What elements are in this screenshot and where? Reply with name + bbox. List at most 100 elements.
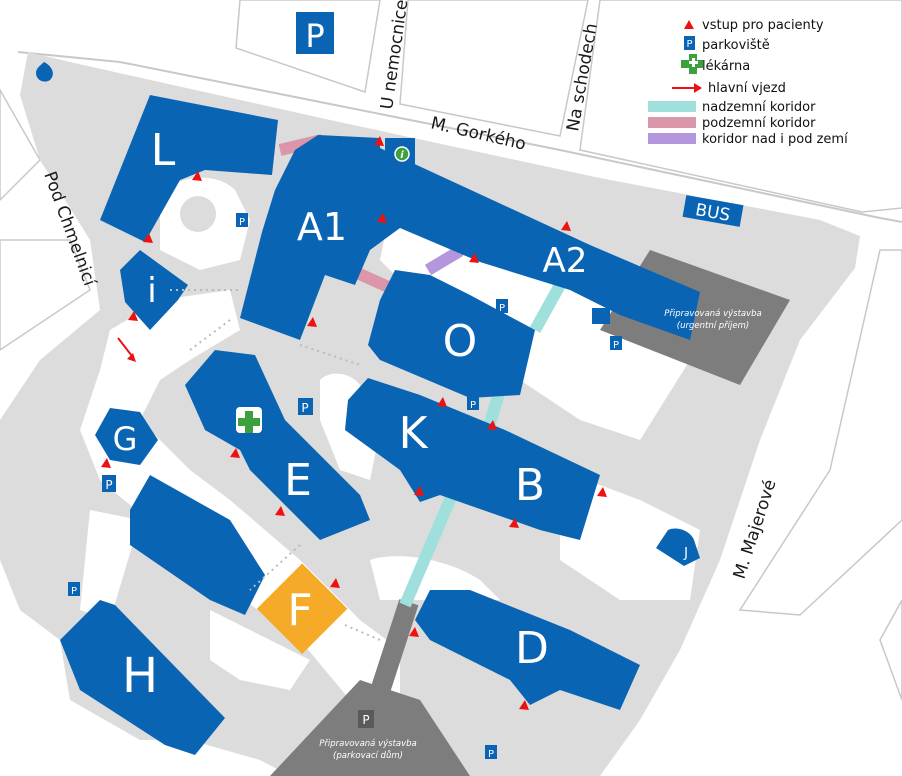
building-D — [415, 590, 640, 710]
entrance-icon — [437, 397, 447, 407]
building-E — [185, 350, 370, 540]
street-u-nemocnice: U nemocnice — [377, 0, 412, 111]
legend-main-entrance-label: hlavní vjezd — [708, 81, 786, 96]
parking-icon: P — [298, 398, 313, 415]
building-I — [120, 250, 188, 330]
legend: vstup pro pacienty P parkoviště lékárna … — [648, 18, 848, 147]
building-F-connector — [130, 475, 265, 615]
note-garage-line1: Připravovaná výstavba — [319, 739, 417, 749]
block-east-lower — [879, 599, 902, 701]
legend-both-corridor-swatch — [648, 133, 696, 144]
note-garage-line2: (parkovací dům) — [333, 750, 403, 761]
svg-text:P: P — [105, 478, 112, 492]
parking-icon: P — [485, 745, 497, 760]
entrance-icon — [307, 317, 317, 327]
parking-icon: P — [496, 299, 508, 314]
legend-entrance-icon — [684, 20, 694, 29]
entrance-icon — [409, 627, 419, 637]
label-A1: A1 — [297, 205, 347, 249]
label-H: H — [122, 648, 158, 704]
roundabout — [180, 196, 216, 232]
parking-markers: P P P P P P P P P P — [68, 12, 622, 760]
building-A1-A2 — [240, 135, 700, 340]
corridor-a2-o-above — [529, 282, 566, 333]
label-E: E — [284, 455, 312, 506]
entrance-icon — [469, 253, 479, 263]
parking-icon-large: P — [296, 12, 334, 55]
label-G: G — [113, 420, 138, 458]
building-J — [656, 528, 700, 566]
legend-above-corridor-swatch — [648, 101, 696, 112]
entrance-icon — [128, 311, 138, 321]
building-H — [60, 600, 225, 755]
legend-pharmacy-label: lékárna — [702, 59, 750, 74]
svg-text:i: i — [400, 150, 404, 161]
block-west-top — [0, 88, 41, 202]
entrance-icon — [561, 221, 571, 231]
entrance-icon — [275, 506, 285, 516]
svg-text:P: P — [686, 39, 692, 50]
legend-parking-icon: P — [684, 36, 695, 50]
building-K-B — [345, 378, 600, 540]
svg-text:P: P — [305, 17, 324, 55]
svg-text:P: P — [488, 749, 494, 760]
road-gorkeho-north-edge — [17, 51, 902, 223]
parking-icon: P — [102, 475, 116, 492]
legend-pharmacy-icon — [681, 54, 703, 74]
building-A2-annex — [592, 308, 610, 324]
entrance-icon — [487, 420, 497, 430]
pharmacy-icon — [236, 407, 262, 433]
parking-icon: P — [68, 582, 80, 597]
block-east-bottom — [738, 249, 902, 616]
entrance-icon — [143, 233, 153, 243]
entrance-icon — [377, 213, 387, 223]
building-F — [256, 563, 348, 654]
block-north-left — [235, 0, 381, 93]
note-urgent-line1: Připravovaná výstavba — [664, 309, 762, 319]
street-na-schodech: Na schodech — [563, 22, 602, 133]
block-west-mid — [0, 239, 91, 351]
svg-text:P: P — [71, 586, 77, 597]
entrance-icon — [509, 518, 519, 528]
buildings — [60, 95, 700, 755]
info-icon: i — [394, 146, 410, 162]
label-L: L — [151, 125, 176, 176]
label-J: J — [683, 546, 688, 561]
svg-text:P: P — [613, 340, 619, 351]
block-north-right — [579, 0, 902, 213]
svg-text:P: P — [239, 217, 245, 228]
legend-parking-label: parkoviště — [702, 38, 770, 53]
entrance-icon — [330, 578, 340, 588]
building-G — [95, 408, 158, 465]
svg-text:P: P — [470, 400, 476, 411]
label-A2: A2 — [543, 241, 588, 281]
svg-text:P: P — [301, 401, 308, 415]
label-O: O — [443, 316, 478, 367]
label-D: D — [515, 623, 549, 674]
label-K: K — [399, 408, 429, 459]
legend-under-corridor-swatch — [648, 117, 696, 128]
block-north-mid — [399, 0, 589, 137]
legend-under-corridor-label: podzemní koridor — [702, 116, 816, 131]
entrance-icon — [192, 171, 202, 181]
parking-icon-garage: P — [358, 710, 374, 728]
walking-paths — [170, 289, 381, 641]
parking-icon: P — [236, 213, 248, 228]
corridor-o-b-above — [482, 388, 506, 432]
entrance-icon — [230, 448, 240, 458]
entrance-markers — [101, 136, 607, 710]
legend-arrow-icon — [672, 83, 702, 93]
entrance-icon — [101, 458, 111, 468]
legend-above-corridor-label: nadzemní koridor — [702, 100, 816, 115]
legend-entrance-label: vstup pro pacienty — [702, 18, 824, 33]
entrance-icon — [414, 486, 424, 496]
planned-garage-link — [371, 599, 419, 691]
label-I: i — [147, 271, 156, 311]
building-labels: L A1 A2 i O K B E G F D H J — [113, 125, 688, 704]
legend-both-corridor-label: koridor nad i pod zemí — [702, 132, 848, 147]
svg-text:P: P — [499, 303, 505, 314]
label-F: F — [287, 585, 312, 636]
building-O — [368, 270, 535, 398]
main-entrance-arrow-icon — [117, 337, 136, 362]
